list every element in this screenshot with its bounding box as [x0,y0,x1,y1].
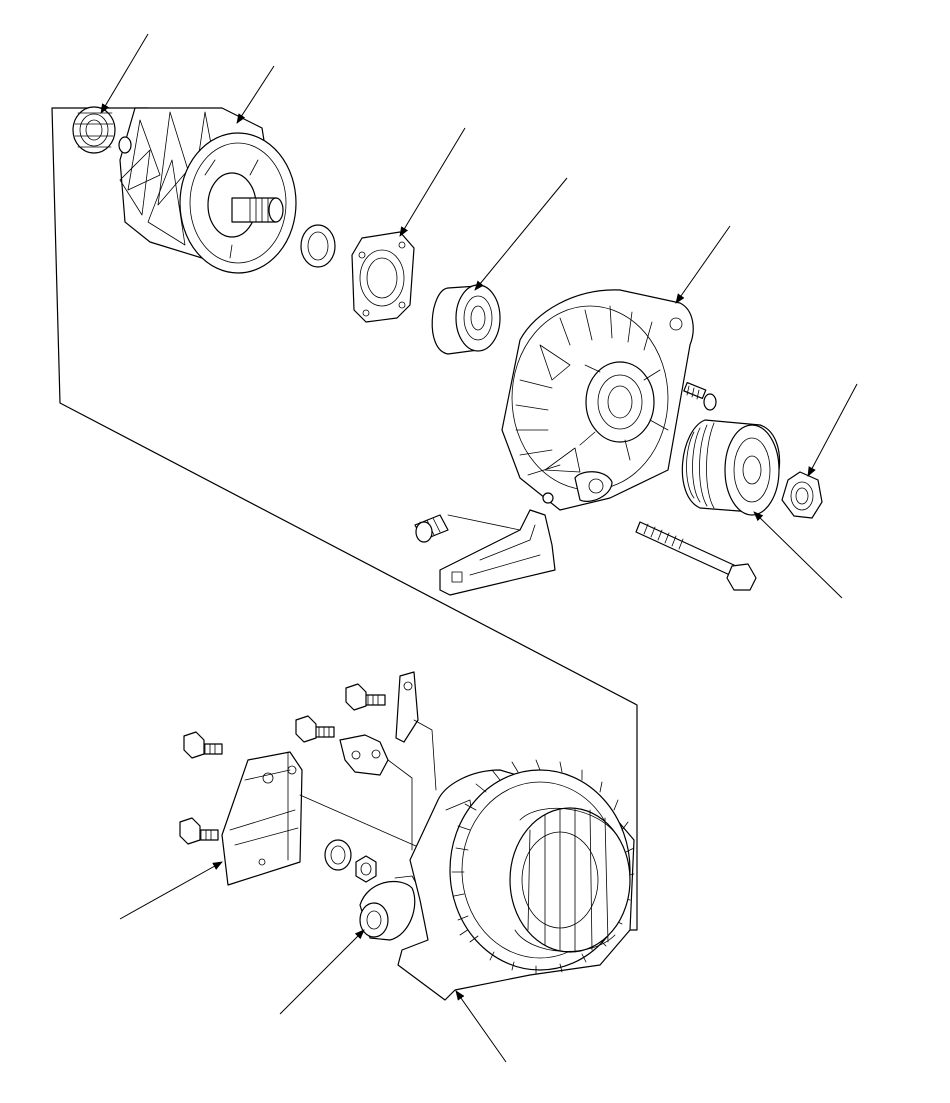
pulley-part [681,419,781,516]
callout-leader-retainer-plate [399,127,466,237]
callout-leaders [100,33,858,1063]
callout-leader-slip-ring [100,33,149,114]
drive-end-housing-part [501,289,694,511]
callout-leader-drive-end-housing [675,225,731,304]
terminal-plate-part [339,734,413,851]
bracket-bolt-part [414,514,521,543]
callout-leader-terminal-insulator [279,929,365,1015]
terminal-bolt-middle-part [295,715,335,743]
rear-bracket-plate-part [221,751,426,886]
callout-leader-rear-housing [455,990,507,1063]
stator-part [449,759,635,975]
terminal-bolt-upper-part [345,683,386,711]
slip-ring-part [72,106,116,154]
callout-leader-pulley-nut [807,383,858,477]
spacer-ring-part [300,224,336,268]
bracket-bolt-top-part [183,731,223,759]
rotor-part [118,107,297,274]
terminal-nut-part [355,855,377,883]
through-bolt-part [635,521,757,591]
front-bearing-part [431,284,501,355]
terminal-insulator-part [359,875,421,941]
callout-leader-rear-bracket [119,861,223,920]
terminal-strap-part [395,671,437,791]
washer-part [324,839,352,871]
mounting-bracket-part [439,509,556,596]
callout-leader-rotor [236,65,275,124]
callout-leader-front-bearing [474,177,568,291]
housing-bolt-part [683,381,717,411]
callout-leader-pulley [753,511,843,599]
bearing-retainer-plate-part [351,231,415,323]
assembly-frame-line [51,107,638,931]
pulley-nut-part [781,471,823,519]
bracket-bolt-bottom-part [179,817,219,845]
